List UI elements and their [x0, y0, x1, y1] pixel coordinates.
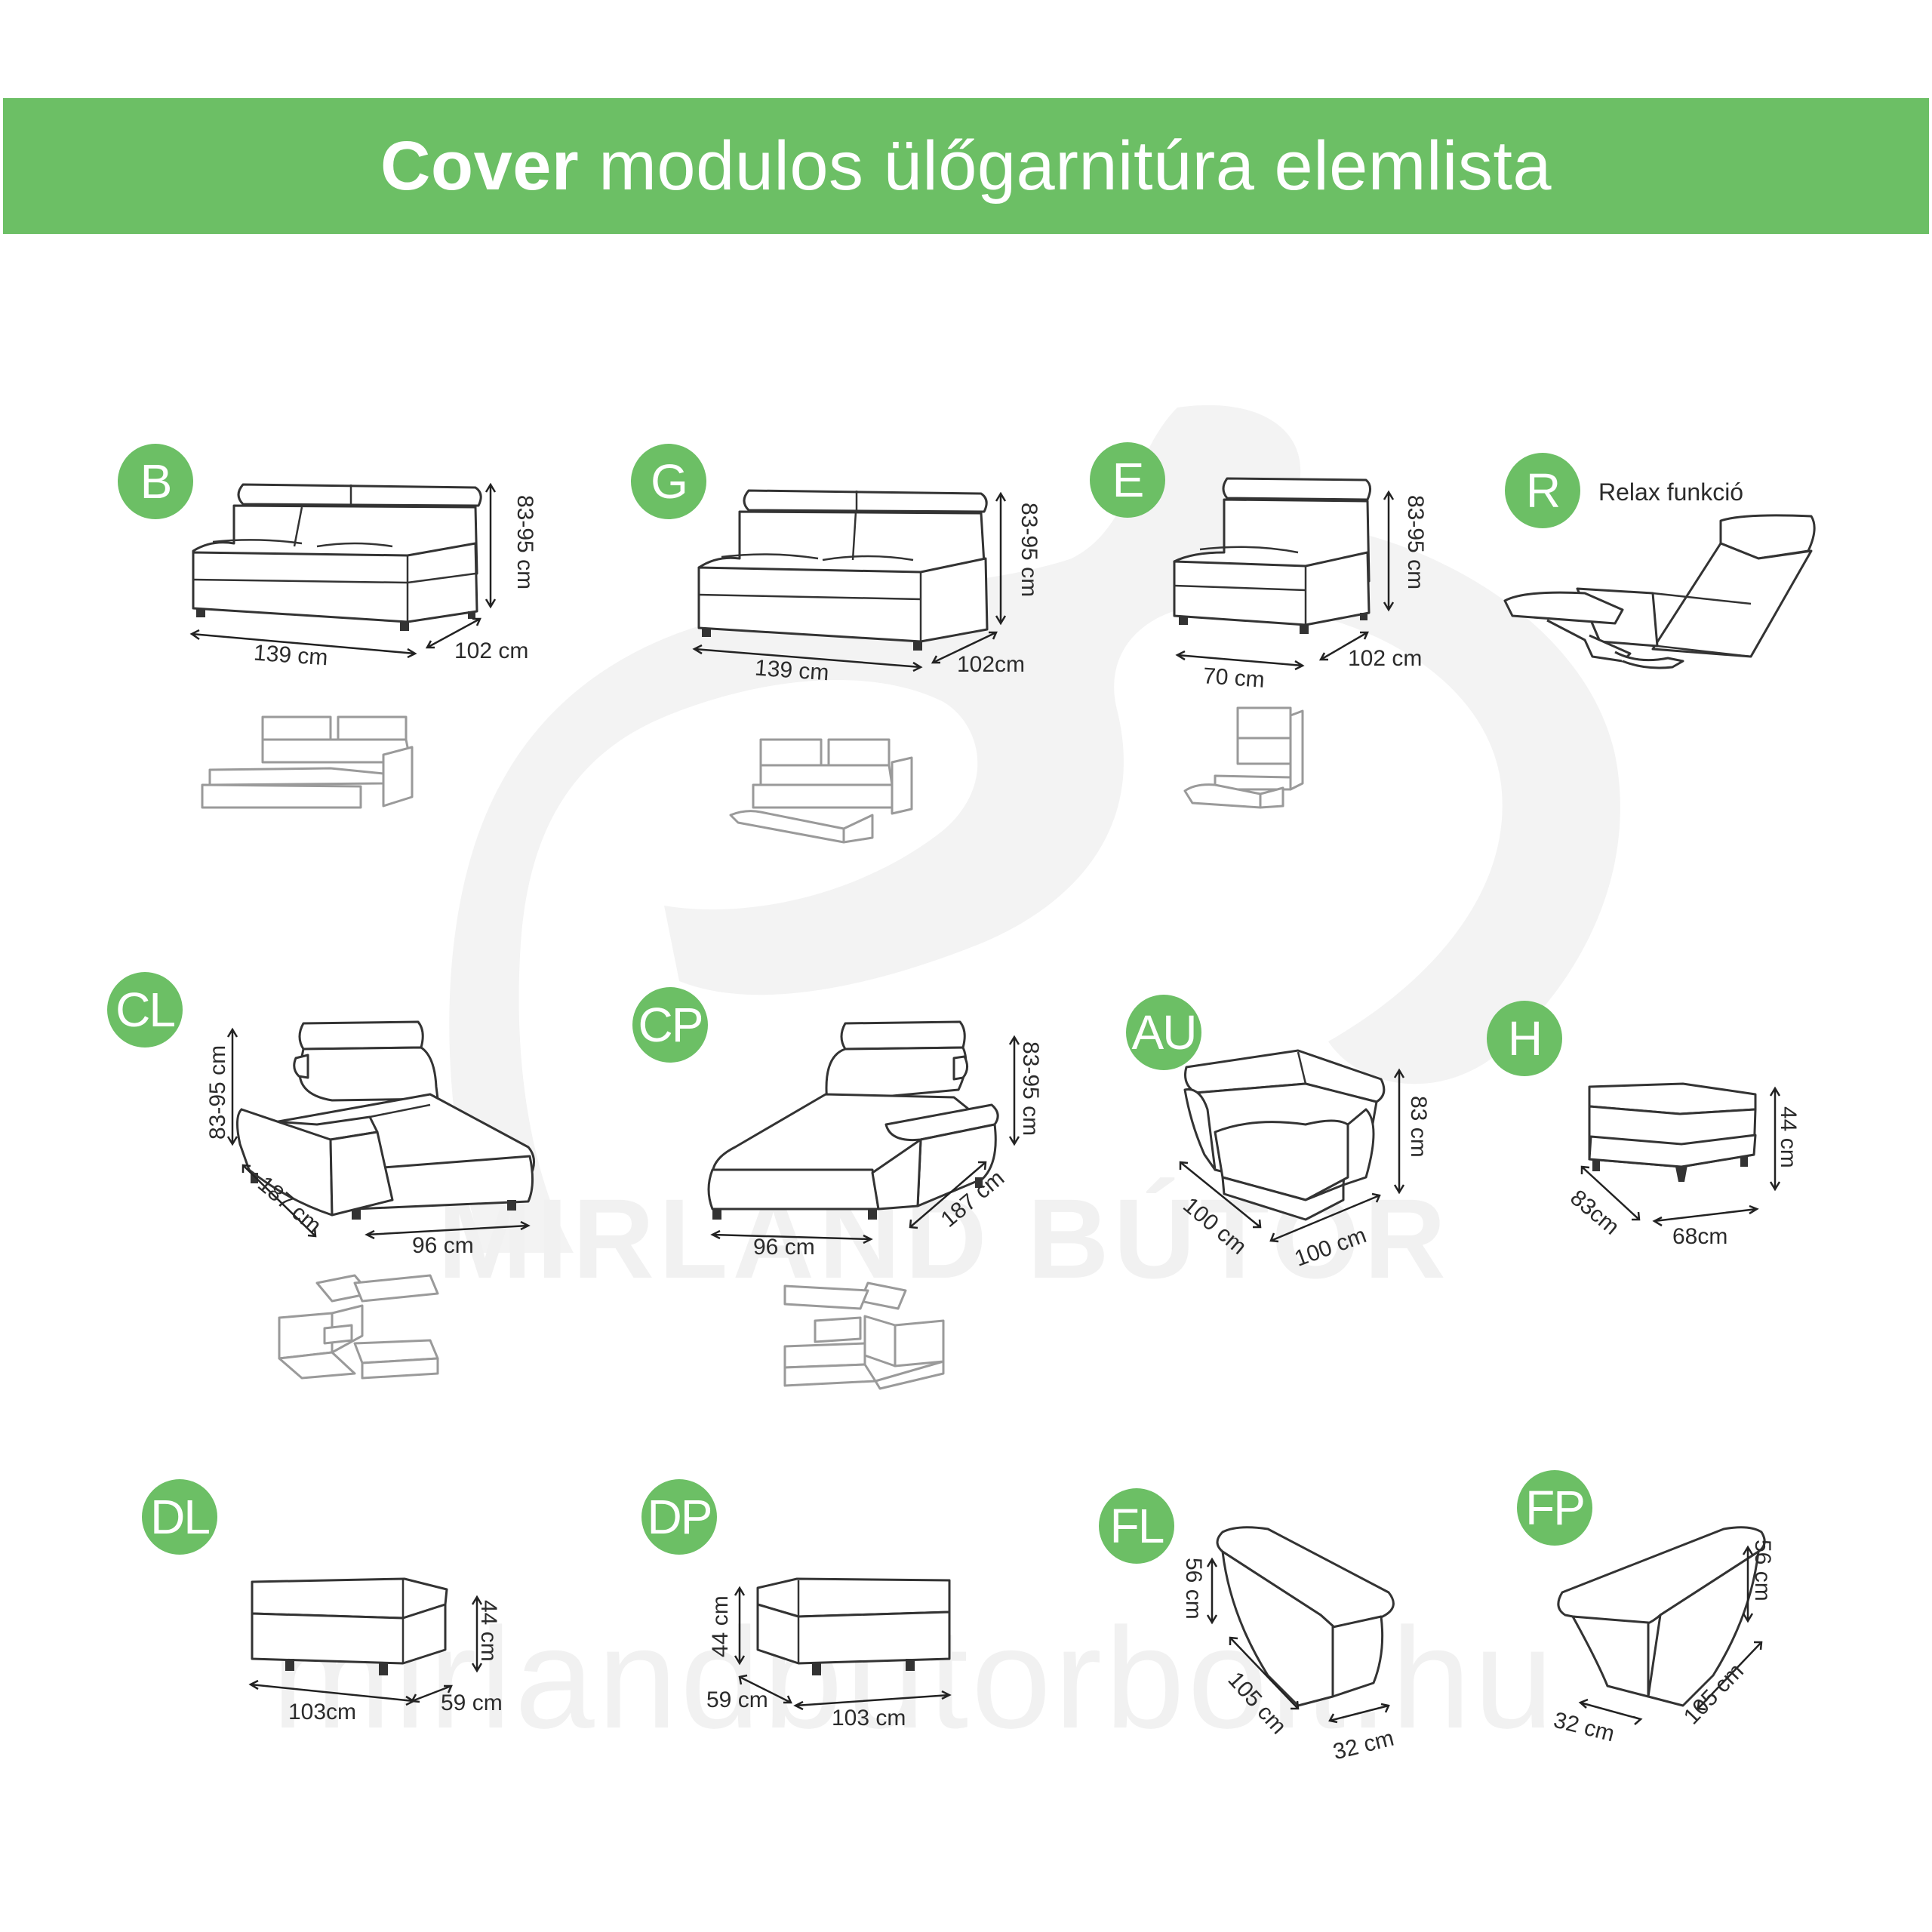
module-b-drawing: [189, 482, 497, 809]
dim-b-width: 139 cm: [253, 640, 329, 671]
module-r-drawing: [1503, 514, 1816, 669]
module-e-drawing: [1173, 477, 1395, 809]
dim-dp-width: 103 cm: [832, 1706, 906, 1730]
module-au-drawing: [1179, 1049, 1405, 1243]
dim-fl-height: 56 cm: [1181, 1558, 1206, 1620]
dim-cp-width: 96 cm: [753, 1235, 815, 1260]
badge-dl: DL: [142, 1479, 217, 1555]
module-fp-drawing: [1557, 1526, 1766, 1725]
dim-dl-width: 103cm: [288, 1700, 357, 1724]
dim-dp-height: 44 cm: [708, 1595, 733, 1657]
dim-cl-width: 96 cm: [412, 1233, 474, 1258]
dim-fp-height: 56 cm: [1750, 1540, 1775, 1601]
page-title: Cover modulos ülőgarnitúra elemlista: [380, 127, 1552, 206]
title-banner: Cover modulos ülőgarnitúra elemlista: [3, 98, 1929, 234]
dim-b-depth: 102 cm: [454, 638, 529, 663]
title-rest: modulos ülőgarnitúra elemlista: [579, 127, 1552, 205]
title-bold: Cover: [380, 127, 580, 205]
module-dl-drawing: [248, 1577, 483, 1706]
dim-dl-height: 44 cm: [476, 1600, 501, 1662]
badge-cp: CP: [632, 987, 708, 1063]
module-fl-drawing: [1206, 1526, 1395, 1724]
badge-fp: FP: [1517, 1470, 1592, 1546]
dim-b-height: 83-95 cm: [512, 495, 537, 590]
badge-cl: CL: [107, 972, 183, 1048]
badge-e: E: [1090, 442, 1165, 518]
dim-g-depth: 102cm: [957, 652, 1026, 677]
badge-fl: FL: [1099, 1488, 1174, 1564]
dim-h-height: 44 cm: [1776, 1106, 1801, 1168]
dim-dl-depth: 59 cm: [441, 1690, 503, 1715]
dim-e-height: 83-95 cm: [1403, 495, 1428, 590]
dim-g-width: 139 cm: [754, 655, 830, 686]
module-h-drawing: [1580, 1082, 1781, 1227]
dim-dp-depth: 59 cm: [706, 1687, 768, 1712]
badge-g: G: [631, 444, 706, 519]
dim-e-depth: 102 cm: [1348, 646, 1423, 671]
dim-au-height: 83 cm: [1406, 1096, 1431, 1158]
module-cp-drawing: [707, 1020, 1020, 1390]
dim-e-width: 70 cm: [1201, 663, 1266, 693]
badge-au: AU: [1126, 995, 1201, 1070]
module-g-drawing: [692, 489, 1007, 844]
dim-cl-height: 83-95 cm: [205, 1044, 230, 1140]
badge-r: R: [1505, 453, 1580, 528]
badge-dp: DP: [641, 1479, 717, 1555]
module-cl-drawing: [226, 1020, 535, 1380]
relax-label: Relax funkció: [1598, 478, 1744, 506]
dim-cp-height: 83-95 cm: [1018, 1041, 1043, 1137]
badge-h: H: [1487, 1001, 1562, 1076]
module-dp-drawing: [734, 1577, 952, 1711]
dim-g-height: 83-95 cm: [1017, 503, 1041, 598]
dim-h-width: 68cm: [1672, 1224, 1728, 1249]
badge-b: B: [118, 444, 193, 519]
